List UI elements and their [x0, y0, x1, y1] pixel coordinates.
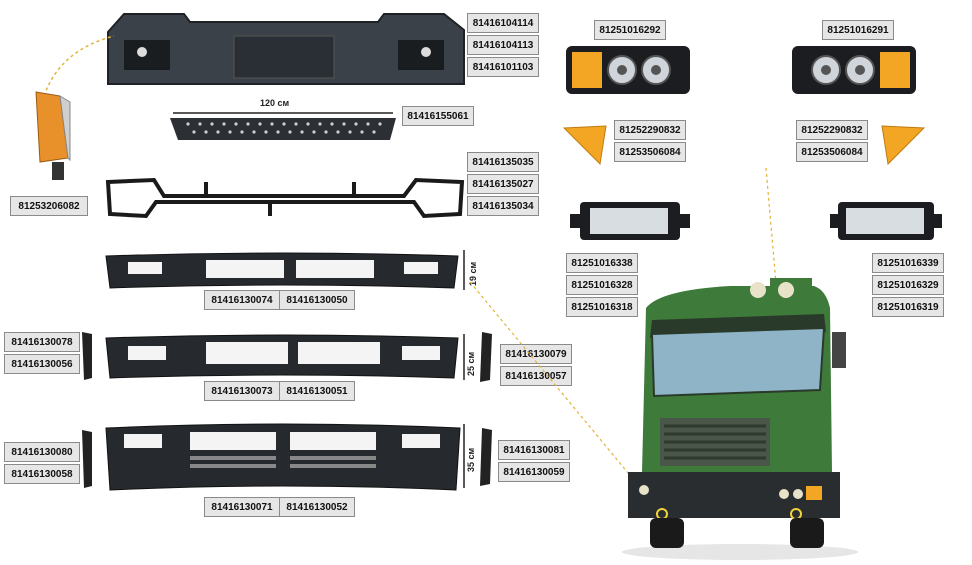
bumper-35-left-end-code-2: 81416130058 — [4, 464, 80, 484]
foglamp-left-code-1: 81251016338 — [566, 253, 638, 273]
bumper-25-left-end-code-1: 81416130078 — [4, 332, 80, 352]
step-width-label: 120 см — [260, 98, 290, 108]
bracket-code-1: 81416135035 — [467, 152, 539, 172]
bumper-25-code-2: 81416130051 — [279, 381, 355, 401]
bumper-35-right-end-image — [478, 426, 494, 488]
bumper-25-right-end-code-2: 81416130057 — [500, 366, 572, 386]
bumper-19-height-line — [463, 250, 465, 290]
foglamp-right-code-1: 81251016339 — [872, 253, 944, 273]
bumper-25-left-end-code-2: 81416130056 — [4, 354, 80, 374]
bumper-35-left-end-image — [80, 428, 94, 490]
bumper-35-right-end-code-2: 81416130059 — [498, 462, 570, 482]
bumper-25-right-end-image — [478, 330, 494, 384]
bumper-19-code-2: 81416130050 — [279, 290, 355, 310]
indicator-left-image — [560, 124, 610, 168]
headlamp-right-image — [790, 42, 918, 98]
headlamp-left-code: 81251016292 — [594, 20, 666, 40]
truck-image — [620, 272, 860, 560]
bracket-image — [104, 176, 466, 220]
step-code: 81416155061 — [402, 106, 474, 126]
front-panel-code-2: 81416104113 — [467, 35, 539, 55]
foglamp-right-image — [828, 196, 944, 246]
bumper-35-height-line — [463, 424, 465, 488]
foglamp-left-image — [566, 196, 692, 246]
indicator-right-image — [878, 124, 928, 168]
foglamp-left-code-3: 81251016318 — [566, 297, 638, 317]
foglamp-right-code-3: 81251016319 — [872, 297, 944, 317]
side-lamp-image — [30, 88, 72, 186]
bumper-25-image — [104, 332, 460, 384]
bumper-25-left-end-image — [80, 330, 94, 382]
step-width-line — [173, 112, 393, 114]
foglamp-left-code-2: 81251016328 — [566, 275, 638, 295]
front-panel-code-1: 81416104114 — [467, 13, 539, 33]
step-image — [168, 116, 398, 144]
leader-line-side-lamp — [43, 35, 115, 97]
bumper-19-image — [104, 248, 460, 292]
foglamp-right-code-2: 81251016329 — [872, 275, 944, 295]
indicator-right-code-2: 81253506084 — [796, 142, 868, 162]
bumper-35-left-end-code-1: 81416130080 — [4, 442, 80, 462]
bumper-25-height-line — [463, 334, 465, 380]
bumper-25-right-end-code-1: 81416130079 — [500, 344, 572, 364]
front-panel-code-3: 81416101103 — [467, 57, 539, 77]
bumper-35-image — [104, 420, 462, 496]
side-lamp-code: 81253206082 — [10, 196, 88, 216]
bumper-35-right-end-code-1: 81416130081 — [498, 440, 570, 460]
headlamp-right-code: 81251016291 — [822, 20, 894, 40]
indicator-left-code-1: 81252290832 — [614, 120, 686, 140]
bracket-code-3: 81416135034 — [467, 196, 539, 216]
indicator-left-code-2: 81253506084 — [614, 142, 686, 162]
front-panel-image — [104, 10, 466, 88]
headlamp-left-image — [564, 42, 692, 98]
indicator-right-code-1: 81252290832 — [796, 120, 868, 140]
bracket-code-2: 81416135027 — [467, 174, 539, 194]
bumper-35-code-2: 81416130052 — [279, 497, 355, 517]
